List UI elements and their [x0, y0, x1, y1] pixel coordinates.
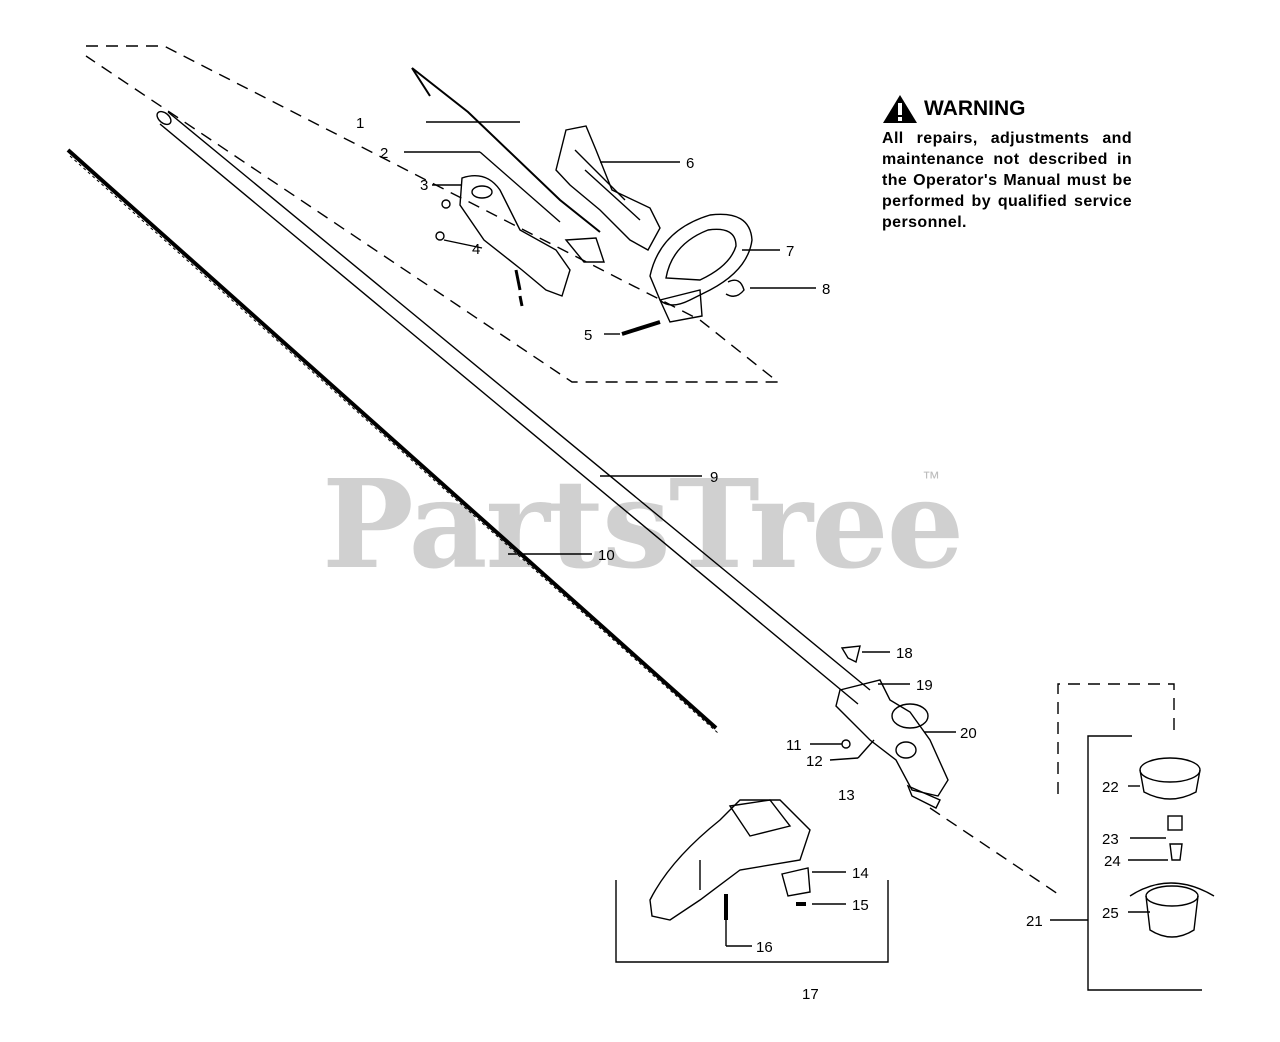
- wing-nut: [840, 645, 861, 664]
- callout-6: 6: [686, 155, 694, 172]
- handle-half: [459, 175, 571, 297]
- callout-7: 7: [786, 243, 794, 260]
- grass-guard: [649, 799, 811, 921]
- callout-3: 3: [420, 177, 428, 194]
- callout-25: 25: [1102, 905, 1119, 922]
- callout-5: 5: [584, 327, 592, 344]
- callout-15: 15: [852, 897, 869, 914]
- shaft-tube: [156, 110, 871, 705]
- callout-1: 1: [356, 115, 364, 132]
- spool-housing: [1129, 882, 1215, 938]
- callout-8: 8: [822, 281, 830, 298]
- trigger: [564, 237, 605, 263]
- clip-8: [725, 279, 745, 297]
- warning-box: WARNING All repairs, adjustments and mai…: [882, 94, 1132, 233]
- callout-23: 23: [1102, 831, 1119, 848]
- callout-labels: 1 2 3 4 5 6 7 8 9 10 11 12 13 14 15 16 1…: [356, 115, 1121, 956]
- callout-14: 14: [852, 865, 869, 882]
- gear-head: [835, 679, 949, 809]
- spool-outline: [1087, 735, 1202, 991]
- warning-text: All repairs, adjustments and maintenance…: [882, 130, 1132, 231]
- screws-4: [435, 199, 524, 307]
- callout-9: 9: [710, 469, 718, 486]
- callout-20: 20: [960, 725, 977, 742]
- spool-spring: [1169, 843, 1183, 861]
- callout-11: 11: [786, 737, 802, 754]
- screw-5: [621, 320, 661, 336]
- callout-13: 13: [838, 787, 855, 804]
- guard-bracket: [781, 867, 811, 897]
- callout-4: 4: [472, 241, 480, 258]
- loop-handle: [649, 213, 753, 323]
- callout-2: 2: [380, 145, 388, 162]
- guard-assembly-outline: [615, 880, 889, 963]
- drive-shaft: [66, 148, 719, 734]
- trademark-symbol: ™: [922, 468, 940, 488]
- warning-title: WARNING: [924, 97, 1026, 120]
- warning-triangle-icon: [883, 95, 917, 123]
- callout-22: 22: [1102, 779, 1119, 796]
- callout-17: 17: [802, 986, 819, 1003]
- callout-16: 16: [756, 939, 773, 956]
- throttle-cable: [411, 67, 601, 233]
- handle-housing: [555, 125, 661, 251]
- spool-cap: [1139, 757, 1201, 800]
- callout-18: 18: [896, 645, 913, 662]
- handle-assembly-outline: [85, 45, 781, 383]
- spool-spacer: [1167, 815, 1183, 831]
- callout-12: 12: [806, 753, 823, 770]
- warning-heading: WARNING: [882, 94, 1132, 124]
- callout-21: 21: [1026, 913, 1043, 930]
- callout-19: 19: [916, 677, 933, 694]
- callout-24: 24: [1104, 853, 1121, 870]
- callout-10: 10: [598, 547, 615, 564]
- spool-outline-dashed: [1057, 683, 1175, 794]
